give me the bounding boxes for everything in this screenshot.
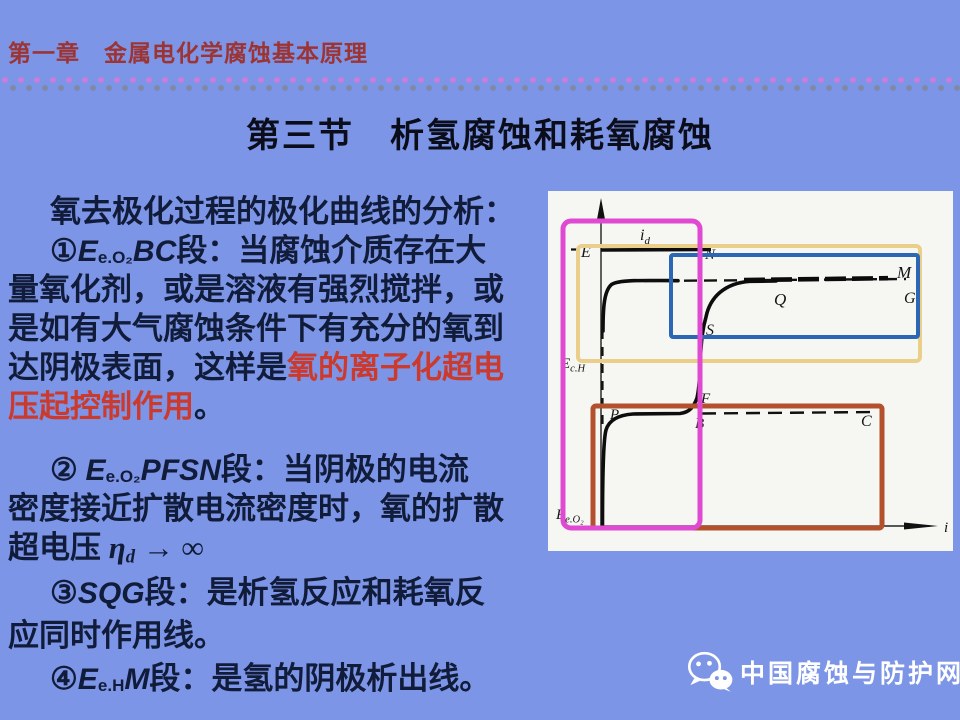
highlight-box-magenta (560, 218, 703, 531)
body-line: 应同时作用线。 (8, 616, 553, 655)
oxygen-curve (600, 279, 778, 527)
diagram-panel: i E id N M G Q S F B P C Ec.H Ee.O₂ (548, 191, 953, 551)
text-segment: E (77, 235, 98, 268)
text-segment: 。 (194, 389, 225, 424)
label-p: P (609, 407, 619, 423)
text-segment: η (108, 530, 126, 565)
text-segment: 段：是析氢反应和耗氧反 (144, 575, 486, 610)
text-segment: d (125, 546, 136, 568)
body-line: ④Ee.HM段：是氢的阴极析出线。 (8, 659, 553, 698)
text-segment: ① (50, 233, 78, 268)
label-s: S (706, 322, 714, 339)
label-eeo: Ee.O₂ (555, 507, 584, 526)
dotted-divider-gray (0, 83, 960, 93)
text-segment: 密度接近扩散电流密度时，氧的扩散 (8, 491, 504, 526)
text-segment: e.O₂ (97, 248, 133, 268)
bc-dashed-line (701, 410, 879, 415)
text-segment: ④ (50, 661, 78, 696)
label-eeo-sub: e.O₂ (565, 515, 584, 526)
label-e-top: E (580, 244, 591, 261)
text-segment: 达阴极表面，这样是 (8, 350, 287, 385)
qg-thick-line (743, 275, 889, 283)
y-axis-arrow-icon (596, 198, 606, 222)
highlight-box-brown (590, 403, 885, 531)
text-segment: 是如有大气腐蚀条件下有充分的氧到 (8, 311, 504, 346)
body-line: 压起控制作用。 (8, 387, 553, 426)
en-line (600, 247, 712, 252)
text-segment: 段：是氢的阴极析出线。 (149, 661, 491, 696)
text-segment: e.H (97, 676, 125, 696)
x-axis-label: i (944, 520, 948, 536)
x-axis-arrow-icon (904, 522, 938, 530)
text-segment: 氧的离子化超电 (287, 350, 504, 385)
label-f: F (700, 391, 711, 407)
body-line: ② Ee.O₂PFSN段：当阴极的电流 (8, 450, 553, 489)
text-segment: E (77, 663, 98, 696)
page-title: 第三节 析氢腐蚀和耗氧腐蚀 (246, 118, 714, 155)
label-g: G (904, 290, 916, 307)
wechat-icon (687, 651, 733, 692)
text-segment: 超电压 (8, 530, 109, 565)
hydrogen-curve (601, 278, 680, 333)
label-id: id (640, 227, 650, 247)
body-line: 超电压 ηd → ∞ (8, 528, 553, 568)
body-line: 密度接近扩散电流密度时，氧的扩散 (8, 489, 553, 528)
text-segment: 压起控制作用 (8, 389, 194, 424)
text-segment: 量氧化剂，或是溶液有强烈搅拌，或 (8, 272, 504, 307)
brand-name: 中国腐蚀与防护网 (740, 660, 960, 688)
label-id-sub: d (644, 235, 650, 247)
text-segment: E (85, 454, 106, 487)
text-segment: 应同时作用线。 (8, 618, 225, 653)
highlight-box-blue (669, 253, 920, 339)
polarization-diagram: i E id N M G Q S F B P C Ec.H Ee.O₂ (555, 198, 948, 536)
text-segment: SQG (77, 577, 145, 610)
label-q: Q (774, 290, 786, 309)
body-text: 氧去极化过程的极化曲线的分析：①Ee.O₂BC段：当腐蚀介质存在大量氧化剂，或是… (8, 192, 553, 698)
label-id-main: i (640, 227, 644, 244)
dotted-divider-pink (0, 75, 960, 85)
label-m: M (896, 263, 912, 282)
text-segment: ② (50, 452, 86, 487)
text-segment: M (124, 663, 150, 696)
label-eeo-main: E (555, 507, 565, 523)
text-segment: e.O₂ (105, 467, 141, 487)
text-segment: 氧去极化过程的极化曲线的分析： (50, 194, 515, 229)
highlight-box-yellow (576, 244, 922, 363)
chapter-header: 第一章 金属电化学腐蚀基本原理 (8, 41, 368, 66)
body-line: ③SQG段：是析氢反应和耗氧反 (8, 573, 553, 612)
text-segment: BC (132, 235, 177, 268)
text-segment: 段：当腐蚀介质存在大 (176, 233, 487, 268)
body-line: 达阴极表面，这样是氧的离子化超电 (8, 348, 553, 387)
text-segment: ③ (50, 575, 78, 610)
body-line: ①Ee.O₂BC段：当腐蚀介质存在大 (8, 231, 553, 270)
body-line: 量氧化剂，或是溶液有强烈搅拌，或 (8, 270, 553, 309)
label-ech-sub: c.H (570, 364, 586, 375)
body-line: 是如有大气腐蚀条件下有充分的氧到 (8, 309, 553, 348)
body-line: 氧去极化过程的极化曲线的分析： (8, 192, 553, 231)
text-segment: → ∞ (135, 530, 204, 565)
label-c: C (861, 413, 872, 430)
text-segment: 段：当阴极的电流 (220, 452, 469, 487)
text-segment: PFSN (140, 454, 221, 487)
